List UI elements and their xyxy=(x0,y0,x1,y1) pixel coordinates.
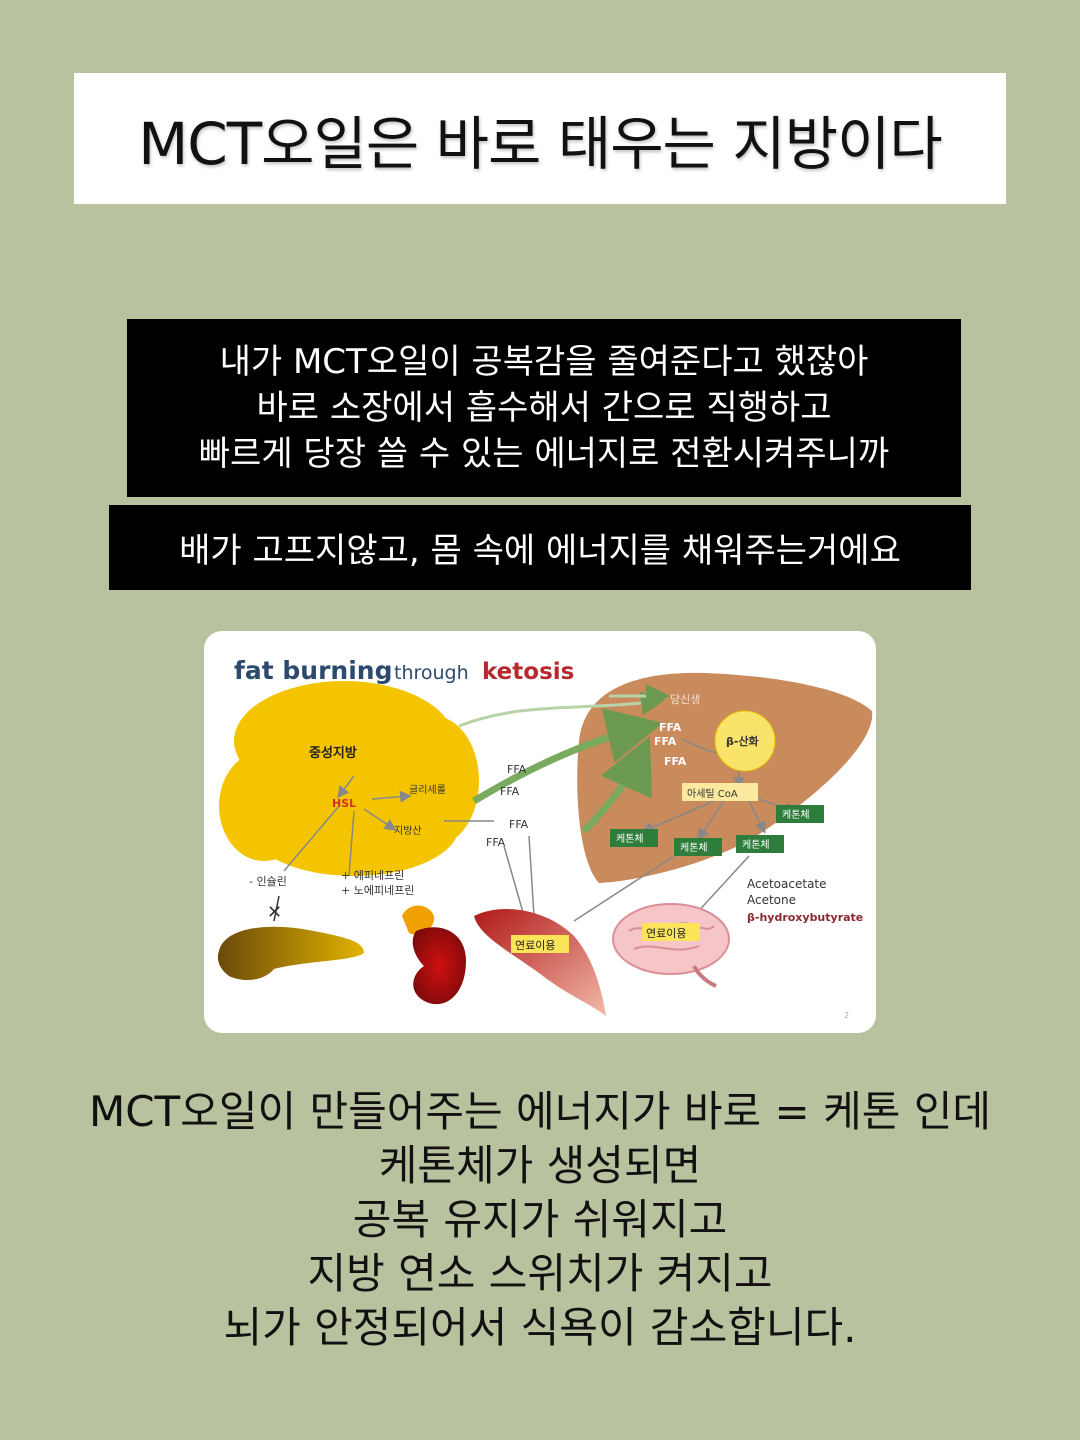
flow-arrow xyxy=(697,800,725,841)
svg-text:케톤체: 케톤체 xyxy=(680,842,708,854)
conclusion-line: 공복 유지가 쉬워지고 xyxy=(352,1195,728,1244)
flow-arrow xyxy=(273,895,280,922)
intro-line: 빠르게 당장 쓸 수 있는 에너지로 전환시켜주니까 xyxy=(198,434,890,474)
svg-text:케톤체: 케톤체 xyxy=(742,839,770,851)
ffa-label: FFA xyxy=(486,836,506,849)
conclusion-line: 케톤체가 생성되면 xyxy=(378,1141,702,1190)
epinephrine-label: + 에피네프린 xyxy=(341,869,404,882)
insulin-label: - 인슐린 xyxy=(249,875,287,888)
hsl-label: HSL xyxy=(332,797,356,810)
ketone-badge: 케톤체 xyxy=(610,829,658,847)
svg-text:케톤체: 케톤체 xyxy=(616,833,644,845)
brain-shape xyxy=(612,903,730,988)
flow-arrow xyxy=(337,775,355,799)
adrenal-shape xyxy=(402,905,435,935)
fatty-acid-label: 지방산 xyxy=(394,825,422,837)
intro-line: 바로 소장에서 흡수해서 간으로 직행하고 xyxy=(256,388,832,428)
beta-oxidation-circle xyxy=(714,710,776,772)
flow-arrow xyxy=(363,808,397,831)
conclusion-line: 지방 연소 스위치가 켜지고 xyxy=(307,1249,773,1298)
fat-cell-shape xyxy=(219,681,479,876)
conclusion-text: MCT오일이 만들어주는 에너지가 바로 = 케톤 인데 케톤체가 생성되면 공… xyxy=(40,1085,1040,1355)
flow-arrow xyxy=(283,805,340,872)
fuel-badge xyxy=(511,935,569,953)
diagram-title-part2: through xyxy=(394,662,469,684)
ketone-badge: 케톤체 xyxy=(674,838,722,856)
ketosis-diagram: fat burning through ketosis xyxy=(204,631,876,1033)
pancreas-shape xyxy=(217,926,364,981)
diagram-title-part3: ketosis xyxy=(482,659,574,685)
summary-text-box: 배가 고프지않고, 몸 속에 에너지를 채워주는거에요 xyxy=(109,505,971,590)
svg-text:케톤체: 케톤체 xyxy=(782,809,810,821)
ffa-label: FFA xyxy=(664,755,687,768)
flow-arrow xyxy=(693,855,750,917)
triglyceride-label: 중성지방 xyxy=(309,745,357,761)
bhb-label: β-hydroxybutyrate xyxy=(747,911,863,924)
fuel-use-label: 연료이용 xyxy=(515,939,555,952)
flow-arrow xyxy=(371,790,412,803)
ffa-label: FFA xyxy=(509,818,529,831)
kidney-shape xyxy=(412,927,466,1005)
flow-arrow xyxy=(458,691,665,728)
ffa-label: FFA xyxy=(659,721,682,734)
acetone-label: Acetone xyxy=(747,893,796,907)
diagram-title-part1: fat burning xyxy=(234,656,392,685)
flow-arrow xyxy=(573,855,675,922)
ffa-label: FFA xyxy=(500,785,520,798)
page-title: MCT오일은 바로 태우는 지방이다 xyxy=(138,109,943,178)
flow-arrow xyxy=(472,708,663,805)
conclusion-line: 뇌가 안정되어서 식욕이 감소합니다. xyxy=(223,1303,857,1352)
fuel-use-label: 연료이용 xyxy=(646,927,686,940)
title-banner: MCT오일은 바로 태우는 지방이다 xyxy=(74,73,1006,204)
acetyl-coa-badge xyxy=(682,783,758,801)
flow-arrow xyxy=(581,736,653,834)
acetoacetate-label: Acetoacetate xyxy=(747,877,827,891)
page-number: 2 xyxy=(844,1011,849,1020)
ffa-label: FFA xyxy=(654,735,677,748)
gluconeogenesis-label: 당신생 xyxy=(670,693,700,706)
ketone-badge: 케톤체 xyxy=(776,805,824,823)
norepinephrine-label: + 노에피네프린 xyxy=(341,884,414,897)
flow-arrow xyxy=(641,800,715,833)
muscle-shape xyxy=(474,908,606,1016)
fuel-badge xyxy=(642,923,700,941)
flow-arrow xyxy=(503,845,525,917)
ffa-label: FFA xyxy=(507,763,527,776)
glycerol-label: 글리세롤 xyxy=(409,784,446,796)
flow-arrow xyxy=(528,835,535,917)
flow-arrow xyxy=(348,810,355,877)
summary-line: 배가 고프지않고, 몸 속에 에너지를 채워주는거에요 xyxy=(179,531,901,571)
intro-line: 내가 MCT오일이 공복감을 줄여준다고 했잖아 xyxy=(219,342,869,382)
beta-oxidation-label: β-산화 xyxy=(726,734,759,748)
ketosis-diagram-svg: fat burning through ketosis xyxy=(217,656,873,1020)
flow-arrow xyxy=(748,800,766,834)
ketone-badge: 케톤체 xyxy=(736,835,784,853)
block-mark-icon: ✕ xyxy=(267,902,282,923)
conclusion-line: MCT오일이 만들어주는 에너지가 바로 = 케톤 인데 xyxy=(88,1087,992,1136)
intro-text-box: 내가 MCT오일이 공복감을 줄여준다고 했잖아 바로 소장에서 흡수해서 간으… xyxy=(127,319,961,497)
acetyl-coa-label: 아세틸 CoA xyxy=(687,787,738,800)
